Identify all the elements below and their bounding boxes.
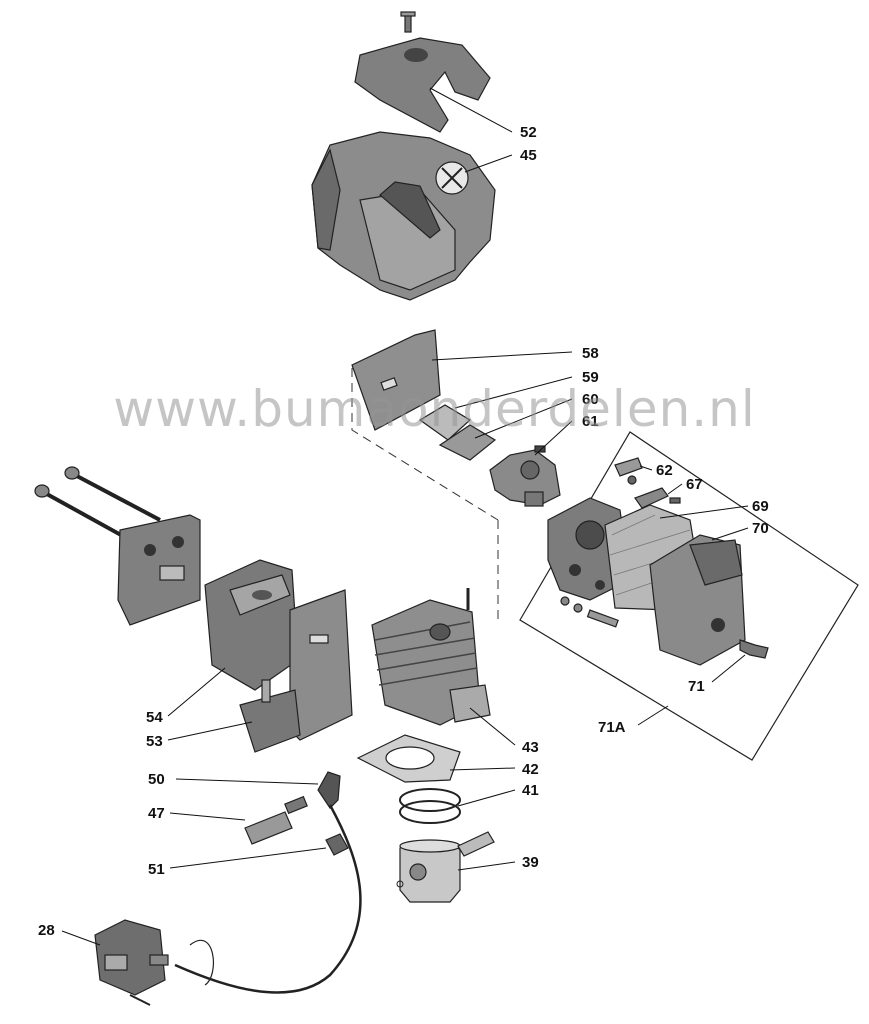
label-62: 62 bbox=[656, 462, 673, 479]
part-47-spark-plug bbox=[244, 795, 308, 845]
part-70-filter-cover bbox=[649, 534, 746, 666]
label-53: 53 bbox=[146, 733, 163, 750]
part-52-top-cap bbox=[354, 11, 491, 133]
leader-45 bbox=[464, 154, 513, 173]
label-28: 28 bbox=[38, 922, 55, 939]
label-41: 41 bbox=[522, 782, 539, 799]
part-71-knob-screw bbox=[739, 639, 769, 659]
part-51-clip bbox=[325, 833, 349, 856]
label-52: 52 bbox=[520, 124, 537, 141]
part-cover-screw bbox=[560, 596, 619, 628]
leader-47 bbox=[169, 812, 246, 821]
part-61-carburetor bbox=[489, 445, 561, 507]
part-50-spark-plug-boot bbox=[317, 771, 341, 809]
part-58-heat-shield bbox=[351, 329, 441, 431]
label-51: 51 bbox=[148, 861, 165, 878]
leader-41 bbox=[457, 789, 516, 807]
part-muffler-cover bbox=[117, 514, 201, 626]
leader-50 bbox=[175, 778, 319, 785]
part-53-heat-plate bbox=[239, 589, 353, 753]
leader-61 bbox=[534, 420, 573, 456]
part-67-plate bbox=[634, 487, 681, 509]
leader-71 bbox=[711, 654, 746, 683]
leader-71A bbox=[637, 705, 669, 726]
label-70: 70 bbox=[752, 520, 769, 537]
label-47: 47 bbox=[148, 805, 165, 822]
label-42: 42 bbox=[522, 761, 539, 778]
ignition-cable bbox=[174, 804, 362, 994]
leader-52 bbox=[429, 87, 513, 133]
part-45-shroud bbox=[311, 131, 496, 301]
leader-39 bbox=[457, 861, 516, 871]
dashed-alignment-line-top bbox=[351, 368, 499, 521]
leader-60 bbox=[474, 398, 573, 439]
part-muffler-bolts bbox=[34, 466, 161, 542]
label-50: 50 bbox=[148, 771, 165, 788]
label-59: 59 bbox=[582, 369, 599, 386]
label-39: 39 bbox=[522, 854, 539, 871]
leader-59 bbox=[454, 376, 573, 409]
part-39-piston bbox=[396, 831, 495, 903]
part-41-piston-rings bbox=[399, 788, 461, 824]
leader-58 bbox=[431, 351, 573, 361]
leader-62 bbox=[639, 465, 653, 471]
label-61: 61 bbox=[582, 413, 599, 430]
part-71A-assembly-frame bbox=[519, 431, 859, 761]
label-45: 45 bbox=[520, 147, 537, 164]
part-43-cylinder bbox=[371, 588, 491, 726]
part-28-ignition-coil bbox=[94, 919, 169, 1006]
part-42-gasket bbox=[356, 734, 461, 783]
leader-43 bbox=[469, 707, 516, 746]
label-58: 58 bbox=[582, 345, 599, 362]
label-54: 54 bbox=[146, 709, 163, 726]
label-60: 60 bbox=[582, 391, 599, 408]
leader-42 bbox=[449, 767, 516, 771]
part-59-60-gaskets bbox=[418, 404, 497, 461]
leader-28 bbox=[61, 930, 101, 946]
ground-wire bbox=[189, 939, 215, 986]
leader-51 bbox=[169, 847, 327, 869]
leader-69 bbox=[659, 505, 749, 519]
label-67: 67 bbox=[686, 476, 703, 493]
part-62-choke-lever bbox=[614, 457, 643, 485]
label-71: 71 bbox=[688, 678, 705, 695]
leader-53 bbox=[167, 721, 253, 741]
leader-54 bbox=[167, 667, 226, 717]
leader-70 bbox=[711, 527, 749, 541]
label-43: 43 bbox=[522, 739, 539, 756]
label-71A: 71A bbox=[598, 719, 626, 736]
leader-67 bbox=[667, 483, 683, 495]
label-69: 69 bbox=[752, 498, 769, 515]
part-54-muffler bbox=[204, 559, 299, 691]
